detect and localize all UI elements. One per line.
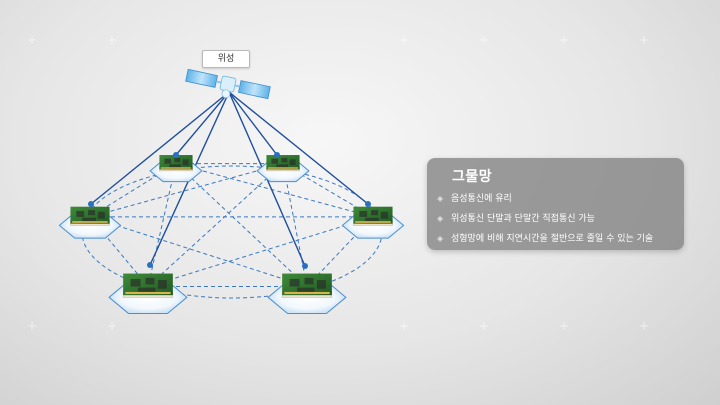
satellite-link (90, 91, 230, 205)
mesh-link (175, 163, 308, 287)
antenna-dot (173, 152, 179, 158)
satellite-link (228, 91, 278, 156)
list-item-text: 성형망에 비해 지연시간을 절반으로 줄일 수 있는 기술 (451, 234, 654, 244)
antenna-dot (88, 201, 94, 207)
mesh-link (89, 163, 284, 218)
network-nodes (58, 152, 405, 315)
mesh-link (147, 163, 284, 287)
antenna-dot (147, 262, 153, 268)
mesh-link (175, 163, 374, 218)
mesh-link (89, 216, 308, 287)
panel-title: 그물망 (452, 169, 493, 185)
satellite-label: 위성 (202, 50, 250, 68)
list-item-text: 음성통신에 유리 (451, 194, 512, 204)
list-item: ◈ 음성통신에 유리 (437, 189, 653, 209)
satellite-link (175, 91, 230, 156)
diamond-bullet-icon: ◈ (437, 194, 444, 203)
background-grid (28, 36, 648, 330)
diamond-bullet-icon: ◈ (437, 234, 444, 243)
network-node (58, 201, 122, 239)
satellite-links (90, 91, 369, 267)
antenna-dot (302, 263, 308, 269)
info-panel: 그물망 ◈ 음성통신에 유리 ◈ 위성통신 단말과 단말간 직접통신 가능 ◈ 성형망… (427, 158, 684, 250)
list-item-text: 위성통신 단말과 단말간 직접통신 가능 (451, 214, 595, 224)
list-item: ◈ 성형망에 비해 지연시간을 절반으로 줄일 수 있는 기술 (437, 229, 653, 249)
network-node (341, 201, 405, 239)
list-item: ◈ 위성통신 단말과 단말간 직접통신 가능 (437, 209, 653, 229)
network-node (256, 152, 310, 183)
network-node (267, 263, 347, 315)
antenna-dot (274, 152, 280, 158)
antenna-dot (365, 201, 371, 207)
satellite-link (228, 91, 369, 205)
feature-list: ◈ 음성통신에 유리 ◈ 위성통신 단말과 단말간 직접통신 가능 ◈ 성형망에 비해… (437, 189, 653, 249)
network-node (149, 152, 203, 183)
network-node (108, 262, 188, 315)
diamond-bullet-icon: ◈ (437, 214, 444, 223)
satellite-icon (185, 68, 271, 100)
mesh-link (147, 216, 374, 287)
